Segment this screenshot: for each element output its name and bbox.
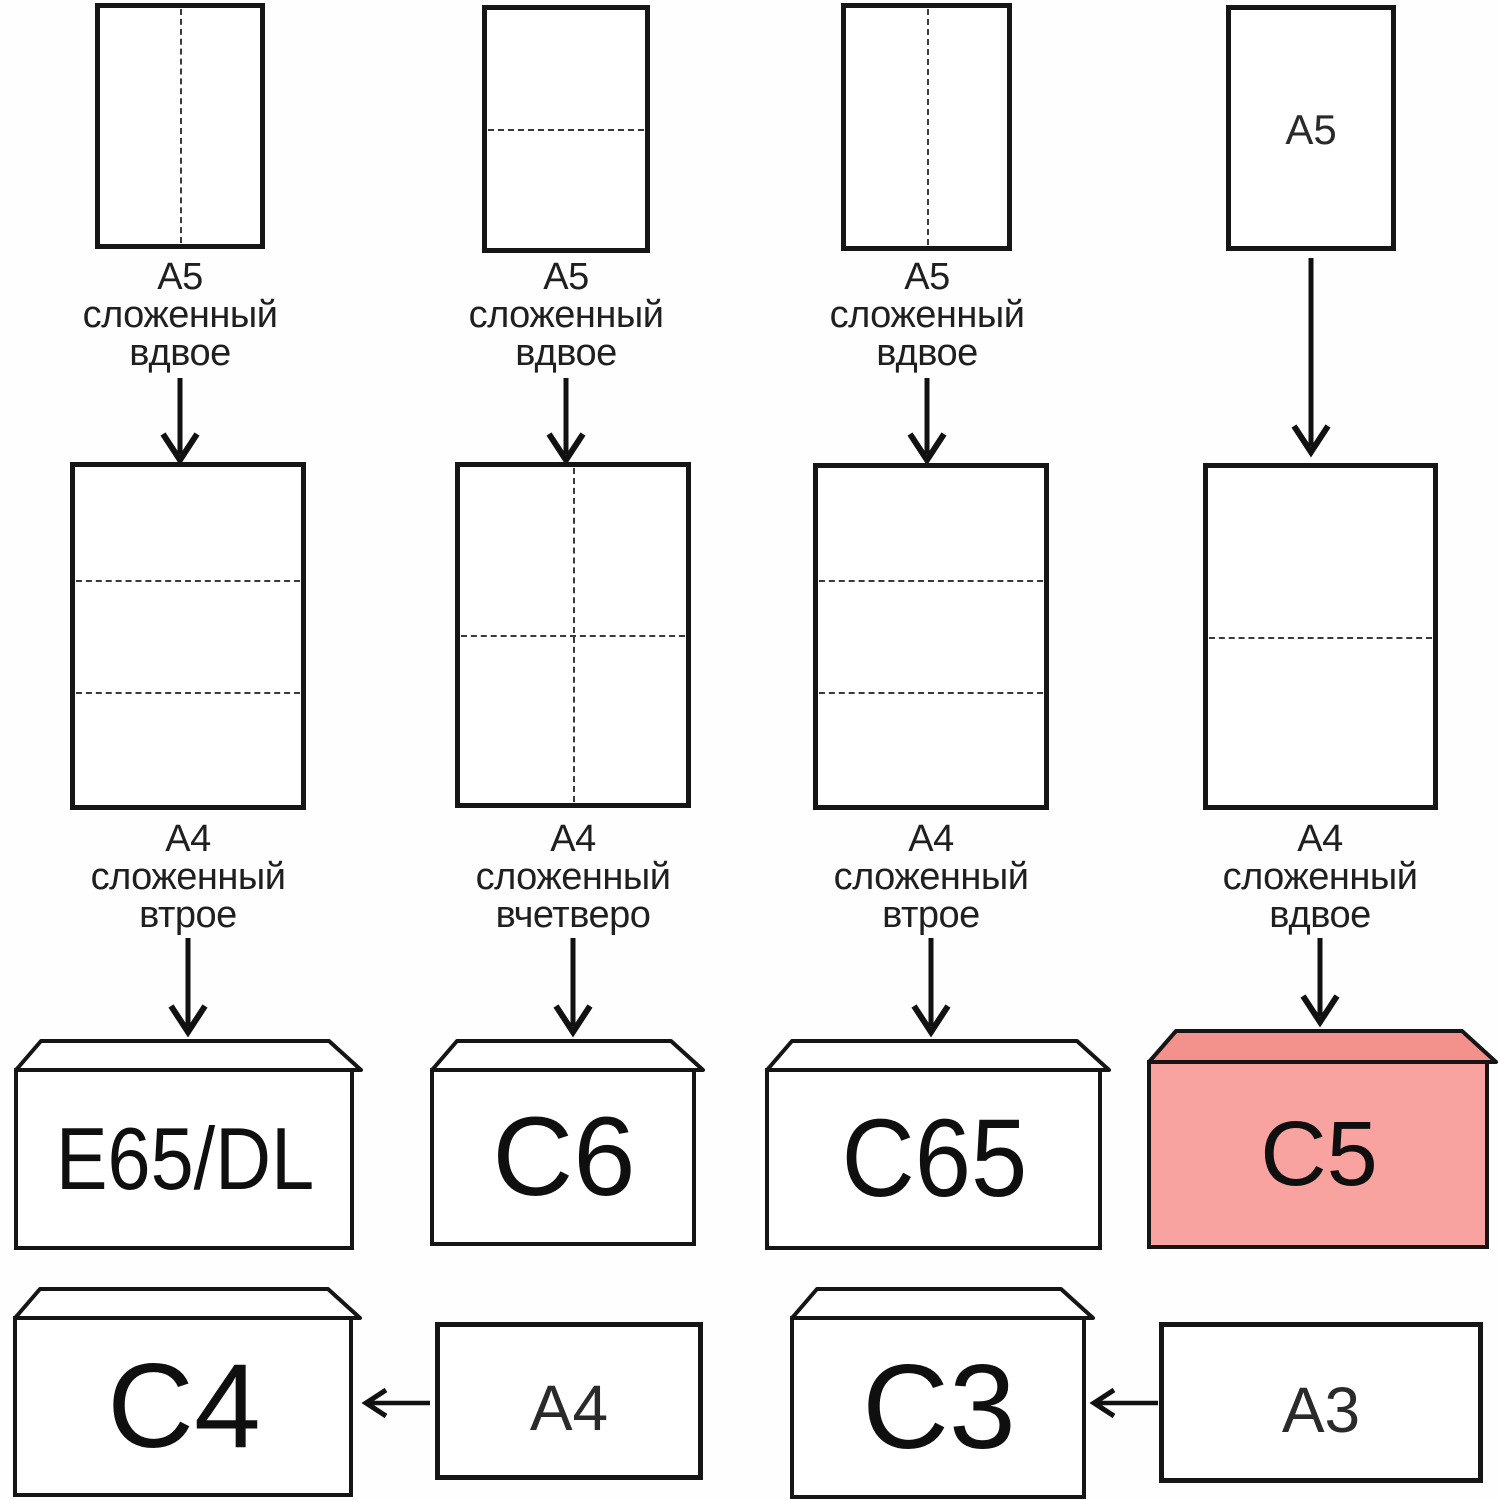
a4-sheet-quarter-fold-col2	[455, 462, 691, 808]
envelope-c6	[430, 1039, 705, 1246]
caption-line: вчетверо	[495, 894, 651, 936]
fold-line-horizontal	[461, 635, 685, 637]
envelope-c3	[790, 1287, 1095, 1499]
down-arrow-icon	[907, 378, 947, 466]
caption-line: вдвое	[876, 332, 978, 374]
caption-line: А4	[1297, 818, 1343, 860]
caption-line: А4	[908, 818, 954, 860]
fold-line-vertical	[180, 9, 182, 243]
a5-sheet-plain-col4: А5	[1226, 5, 1396, 251]
left-arrow-icon	[361, 1387, 430, 1419]
caption-line: А4	[165, 818, 211, 860]
down-arrow-icon	[1300, 938, 1340, 1028]
a4-sheet-thirds-fold-col1	[70, 462, 306, 810]
caption-line: втрое	[139, 894, 237, 936]
envelope-c4	[13, 1287, 362, 1497]
envelope-label-c3: C3	[862, 1339, 1016, 1474]
left-arrow-icon	[1089, 1387, 1158, 1419]
fold-line-horizontal	[819, 580, 1043, 583]
envelope-label-c5: C5	[1260, 1103, 1378, 1205]
fold-line-horizontal	[76, 579, 300, 582]
a4-landscape-sheet: A4	[435, 1322, 703, 1480]
caption-a5-folded-col1: А5 сложенный вдвое	[50, 258, 310, 372]
envelope-label-c65: C65	[841, 1097, 1028, 1220]
caption-a5-folded-col3: А5 сложенный вдвое	[797, 258, 1057, 372]
fold-line-horizontal	[819, 692, 1043, 695]
caption-a5-folded-col2: А5 сложенный вдвое	[436, 258, 696, 372]
fold-line-vertical	[926, 9, 929, 245]
down-arrow-icon	[546, 378, 586, 466]
envelope-c65	[765, 1039, 1111, 1250]
caption-line: сложенный	[468, 294, 664, 336]
fold-line-horizontal	[1209, 636, 1432, 639]
caption-line: сложенный	[829, 294, 1025, 336]
down-arrow-icon	[168, 938, 208, 1038]
caption-line: сложенный	[1222, 856, 1418, 898]
caption-line: вдвое	[1269, 894, 1371, 936]
caption-line: сложенный	[82, 294, 278, 336]
caption-line: А4	[550, 818, 596, 860]
fold-line-horizontal	[76, 692, 300, 695]
caption-line: А5	[543, 256, 589, 298]
envelope-e65dl	[14, 1039, 363, 1250]
caption-line: вдвое	[515, 332, 617, 374]
envelope-c5-highlighted	[1147, 1029, 1498, 1249]
envelope-label-e65dl: E65/DL	[55, 1108, 315, 1208]
sheet-label-a3: A3	[1281, 1374, 1361, 1446]
envelope-label-c4: C4	[107, 1338, 261, 1473]
caption-a4-folded-col2: А4 сложенный вчетверо	[433, 820, 713, 934]
a5-sheet-horizontal-fold-col2	[482, 5, 650, 253]
a5-sheet-vertical-fold-col1	[95, 3, 265, 249]
down-arrow-icon	[911, 938, 951, 1038]
caption-line: сложенный	[90, 856, 286, 898]
down-arrow-icon-long	[1291, 258, 1331, 458]
caption-line: вдвое	[129, 332, 231, 374]
caption-line: втрое	[882, 894, 980, 936]
caption-a4-folded-col4: А4 сложенный вдвое	[1180, 820, 1460, 934]
a3-landscape-sheet: A3	[1159, 1322, 1483, 1483]
down-arrow-icon	[160, 378, 200, 466]
caption-line: сложенный	[475, 856, 671, 898]
down-arrow-icon	[553, 938, 593, 1038]
fold-line-horizontal	[488, 129, 644, 131]
caption-line: А5	[157, 256, 203, 298]
sheet-label-a4: A4	[529, 1372, 609, 1444]
a4-sheet-thirds-fold-col3	[813, 463, 1049, 810]
caption-a4-folded-col1: А4 сложенный втрое	[48, 820, 328, 934]
envelope-label-c6: C6	[492, 1093, 636, 1219]
caption-a4-folded-col3: А4 сложенный втрое	[791, 820, 1071, 934]
caption-line: сложенный	[833, 856, 1029, 898]
caption-line: А5	[904, 256, 950, 298]
sheet-label-a5: А5	[1285, 106, 1337, 153]
a5-sheet-vertical-fold-col3	[841, 3, 1012, 251]
a4-sheet-half-fold-col4	[1203, 463, 1438, 810]
